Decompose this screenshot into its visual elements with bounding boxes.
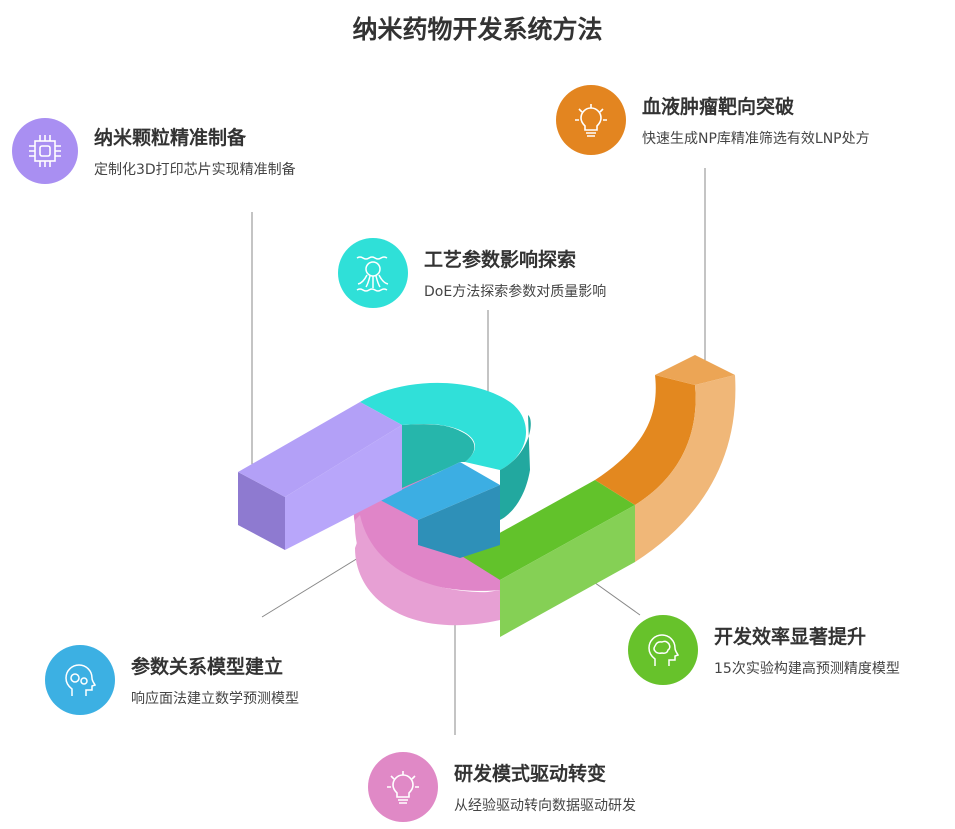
item-title: 研发模式驱动转变 <box>454 763 607 785</box>
purple-bar-end <box>238 472 285 550</box>
item-desc: 快速生成NP库精准筛选有效LNP处方 <box>642 131 870 147</box>
item-process-parameters: 工艺参数影响探索 DoE方法探索参数对质量影响 <box>338 238 606 308</box>
pink-arc-front <box>354 515 500 621</box>
cyan-arc-side <box>500 415 531 520</box>
item-title: 开发效率显著提升 <box>714 626 867 648</box>
head-brain-icon <box>628 615 698 685</box>
item-desc: 定制化3D打印芯片实现精准制备 <box>94 162 296 178</box>
item-desc: 15次实验构建高预测精度模型 <box>714 661 900 677</box>
purple-bar-front <box>285 425 402 550</box>
blue-top <box>380 462 500 520</box>
green-bar-top <box>460 480 635 580</box>
item-tumor-targeting: 血液肿瘤靶向突破 快速生成NP库精准筛选有效LNP处方 <box>556 85 870 155</box>
orange-arc-top <box>595 375 696 505</box>
item-title: 工艺参数影响探索 <box>424 249 577 271</box>
lightbulb-icon <box>556 85 626 155</box>
item-efficiency: 开发效率显著提升 15次实验构建高预测精度模型 <box>628 615 900 685</box>
blue-side <box>418 485 500 558</box>
item-desc: 从经验驱动转向数据驱动研发 <box>454 798 636 814</box>
lightbulb-icon <box>368 752 438 822</box>
item-nanoparticle-preparation: 纳米颗粒精准制备 定制化3D打印芯片实现精准制备 <box>12 118 296 184</box>
connector-lines <box>251 168 706 735</box>
item-desc: 响应面法建立数学预测模型 <box>131 691 299 707</box>
purple-bar-top <box>238 402 402 497</box>
cyan-arc-top <box>360 382 527 470</box>
cyan-arc-inner <box>402 424 475 488</box>
green-bar-front <box>500 505 635 637</box>
octopus-icon <box>338 238 408 308</box>
head-gears-icon <box>45 645 115 715</box>
item-desc: DoE方法探索参数对质量影响 <box>424 284 607 300</box>
orange-arc-cap <box>655 355 735 385</box>
page-title: 纳米药物开发系统方法 <box>352 15 603 44</box>
item-parameter-model: 参数关系模型建立 响应面法建立数学预测模型 <box>45 645 299 715</box>
item-rd-transformation: 研发模式驱动转变 从经验驱动转向数据驱动研发 <box>368 752 636 822</box>
item-title: 血液肿瘤靶向突破 <box>642 96 795 118</box>
item-title: 纳米颗粒精准制备 <box>94 127 247 149</box>
item-title: 参数关系模型建立 <box>131 656 284 678</box>
orange-arc-side <box>635 375 736 562</box>
chip-icon <box>12 118 78 184</box>
